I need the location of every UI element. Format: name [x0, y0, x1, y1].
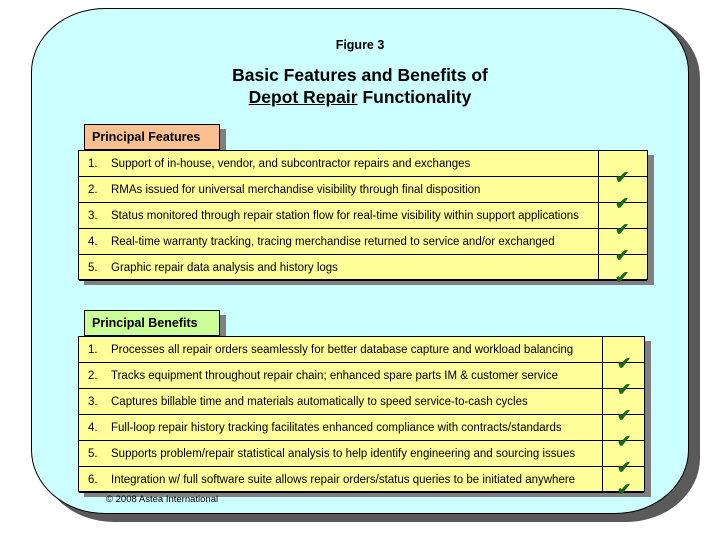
row-text: Full-loop repair history tracking facili… [111, 422, 562, 434]
benefits-table-body: 1. Processes all repair orders seamlessl… [78, 336, 645, 498]
table-row[interactable]: 2. RMAs issued for universal merchandise… [79, 177, 647, 203]
row-text: RMAs issued for universal merchandise vi… [111, 184, 481, 196]
row-text: Real-time warranty tracking, tracing mer… [111, 236, 555, 248]
check-icon: ✔ [617, 354, 632, 373]
check-icon: ✔ [617, 432, 632, 451]
table-row[interactable]: 1. Processes all repair orders seamlessl… [79, 337, 644, 363]
section-tab-features-label: Principal Features [84, 124, 220, 150]
title-emphasis: Depot Repair [248, 87, 358, 107]
title-line-2-rest: Functionality [357, 87, 472, 107]
table-row[interactable]: 2. Tracks equipment throughout repair ch… [79, 363, 644, 389]
row-text: Status monitored through repair station … [111, 210, 579, 222]
benefits-check-column: ✔ ✔ ✔ ✔ ✔ ✔ [602, 337, 644, 498]
check-icon: ✔ [615, 168, 630, 187]
row-number: 3. [88, 396, 98, 408]
check-icon: ✔ [617, 480, 632, 499]
row-text: Integration w/ full software suite allow… [111, 474, 576, 486]
check-icon: ✔ [615, 268, 630, 287]
table-row[interactable]: 5. Supports problem/repair statistical a… [79, 441, 644, 467]
row-text: Captures billable time and materials aut… [111, 396, 528, 408]
row-number: 2. [88, 370, 98, 382]
table-row[interactable]: 3. Captures billable time and materials … [79, 389, 644, 415]
check-icon: ✔ [615, 194, 630, 213]
copyright-notice: © 2008 Astea International [106, 494, 219, 505]
check-icon: ✔ [617, 406, 632, 425]
row-text: Graphic repair data analysis and history… [111, 262, 338, 274]
row-number: 2. [88, 184, 98, 196]
row-text: Supports problem/repair statistical anal… [111, 448, 576, 460]
row-number: 4. [88, 236, 98, 248]
row-text: Support of in-house, vendor, and subcont… [111, 158, 471, 170]
section-tab-benefits-label: Principal Benefits [84, 310, 220, 336]
title-line-2: Depot Repair Functionality [0, 86, 720, 108]
row-text: Processes all repair orders seamlessly f… [111, 344, 574, 356]
row-number: 5. [88, 448, 98, 460]
table-row[interactable]: 1. Support of in-house, vendor, and subc… [79, 151, 647, 177]
features-table-body: 1. Support of in-house, vendor, and subc… [78, 150, 648, 286]
check-icon: ✔ [615, 246, 630, 265]
title-line-1: Basic Features and Benefits of [232, 65, 488, 85]
row-text: Tracks equipment throughout repair chain… [111, 370, 559, 382]
table-row[interactable]: 5. Graphic repair data analysis and hist… [79, 255, 647, 281]
row-number: 1. [88, 158, 98, 170]
figure-label: Figure 3 [335, 38, 385, 52]
row-number: 3. [88, 210, 98, 222]
row-number: 4. [88, 422, 98, 434]
row-number: 1. [88, 344, 98, 356]
check-icon: ✔ [617, 380, 632, 399]
row-number: 5. [88, 262, 98, 274]
page-title: Basic Features and Benefits of Depot Rep… [0, 64, 720, 108]
table-row[interactable]: 6. Integration w/ full software suite al… [79, 467, 644, 493]
table-row[interactable]: 3. Status monitored through repair stati… [79, 203, 647, 229]
row-number: 6. [88, 474, 98, 486]
table-row[interactable]: 4. Real-time warranty tracking, tracing … [79, 229, 647, 255]
features-check-column: ✔ ✔ ✔ ✔ ✔ [598, 151, 647, 286]
check-icon: ✔ [617, 458, 632, 477]
table-row[interactable]: 4. Full-loop repair history tracking fac… [79, 415, 644, 441]
check-icon: ✔ [615, 220, 630, 239]
